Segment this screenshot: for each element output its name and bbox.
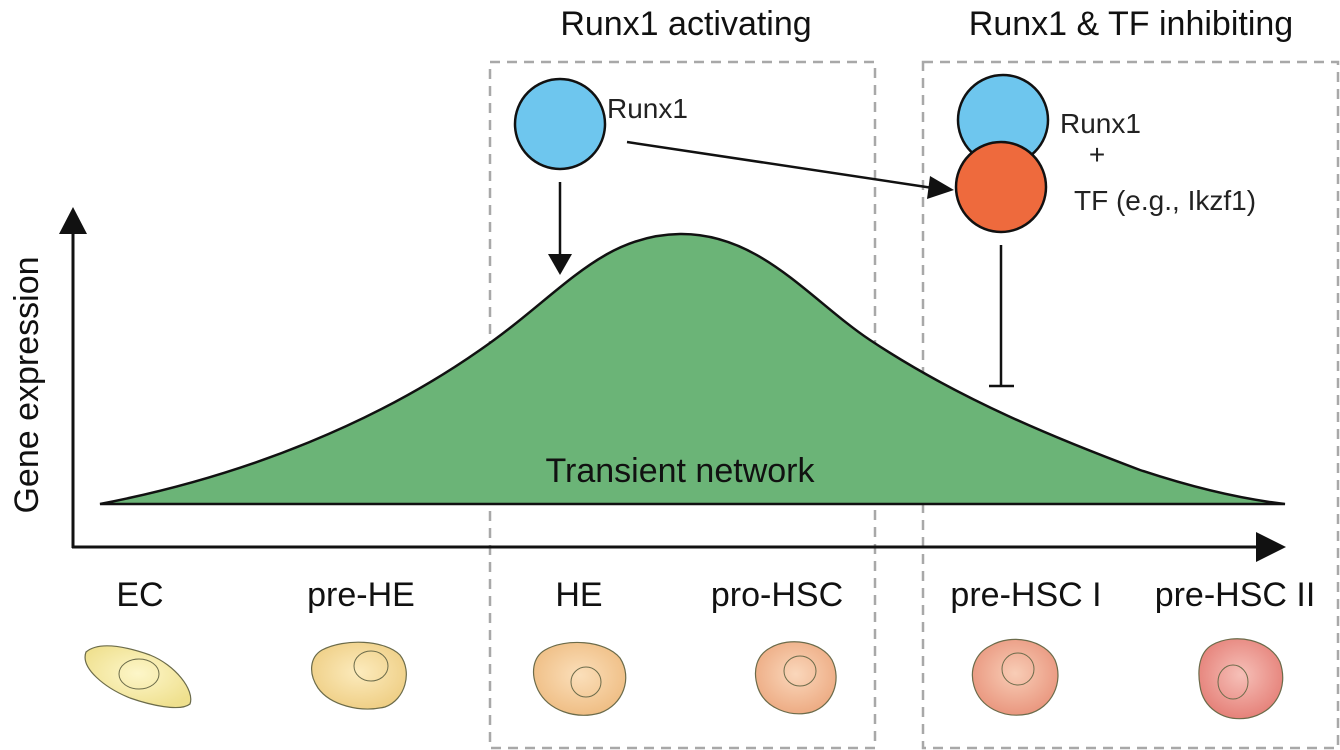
inhibiting-title: Runx1 & TF inhibiting: [969, 5, 1293, 43]
stage-label-he: HE: [555, 576, 602, 614]
tf-complex-label: TF (e.g., Ikzf1): [1074, 185, 1256, 216]
cell-he: [532, 641, 627, 716]
stage-label-ec: EC: [116, 576, 163, 614]
runx1-activator-label: Runx1: [607, 93, 688, 124]
stage-label-pre-hsc-i: pre-HSC I: [950, 576, 1101, 614]
plus-sign: +: [1089, 139, 1105, 170]
activation-arrowhead-down: [548, 254, 572, 275]
cell-pre-hsc-i: [971, 638, 1059, 716]
stage-label-pre-he: pre-HE: [307, 576, 415, 614]
curve-label: Transient network: [546, 452, 816, 490]
cell-pre-hsc-ii: [1198, 638, 1284, 720]
activating-title: Runx1 activating: [560, 5, 811, 43]
activating-box: [488, 60, 877, 750]
stage-label-pre-hsc-ii: pre-HSC II: [1155, 576, 1316, 614]
runx1-activator-circle: [513, 77, 607, 171]
transition-arrowhead: [927, 176, 954, 199]
runx1-complex-label: Runx1: [1060, 108, 1141, 139]
y-axis-arrowhead: [59, 207, 87, 234]
stage-label-pro-hsc: pro-HSC: [711, 576, 843, 614]
cell-ec: [84, 645, 192, 709]
transition-arrow: [626, 140, 934, 190]
tf-complex-circle: [954, 140, 1048, 234]
x-axis-arrowhead: [1256, 532, 1286, 562]
transient-network-curve: [99, 232, 1286, 506]
cell-pro-hsc: [754, 641, 837, 715]
y-axis-label: Gene expression: [8, 256, 46, 513]
cell-pre-he: [311, 641, 407, 710]
